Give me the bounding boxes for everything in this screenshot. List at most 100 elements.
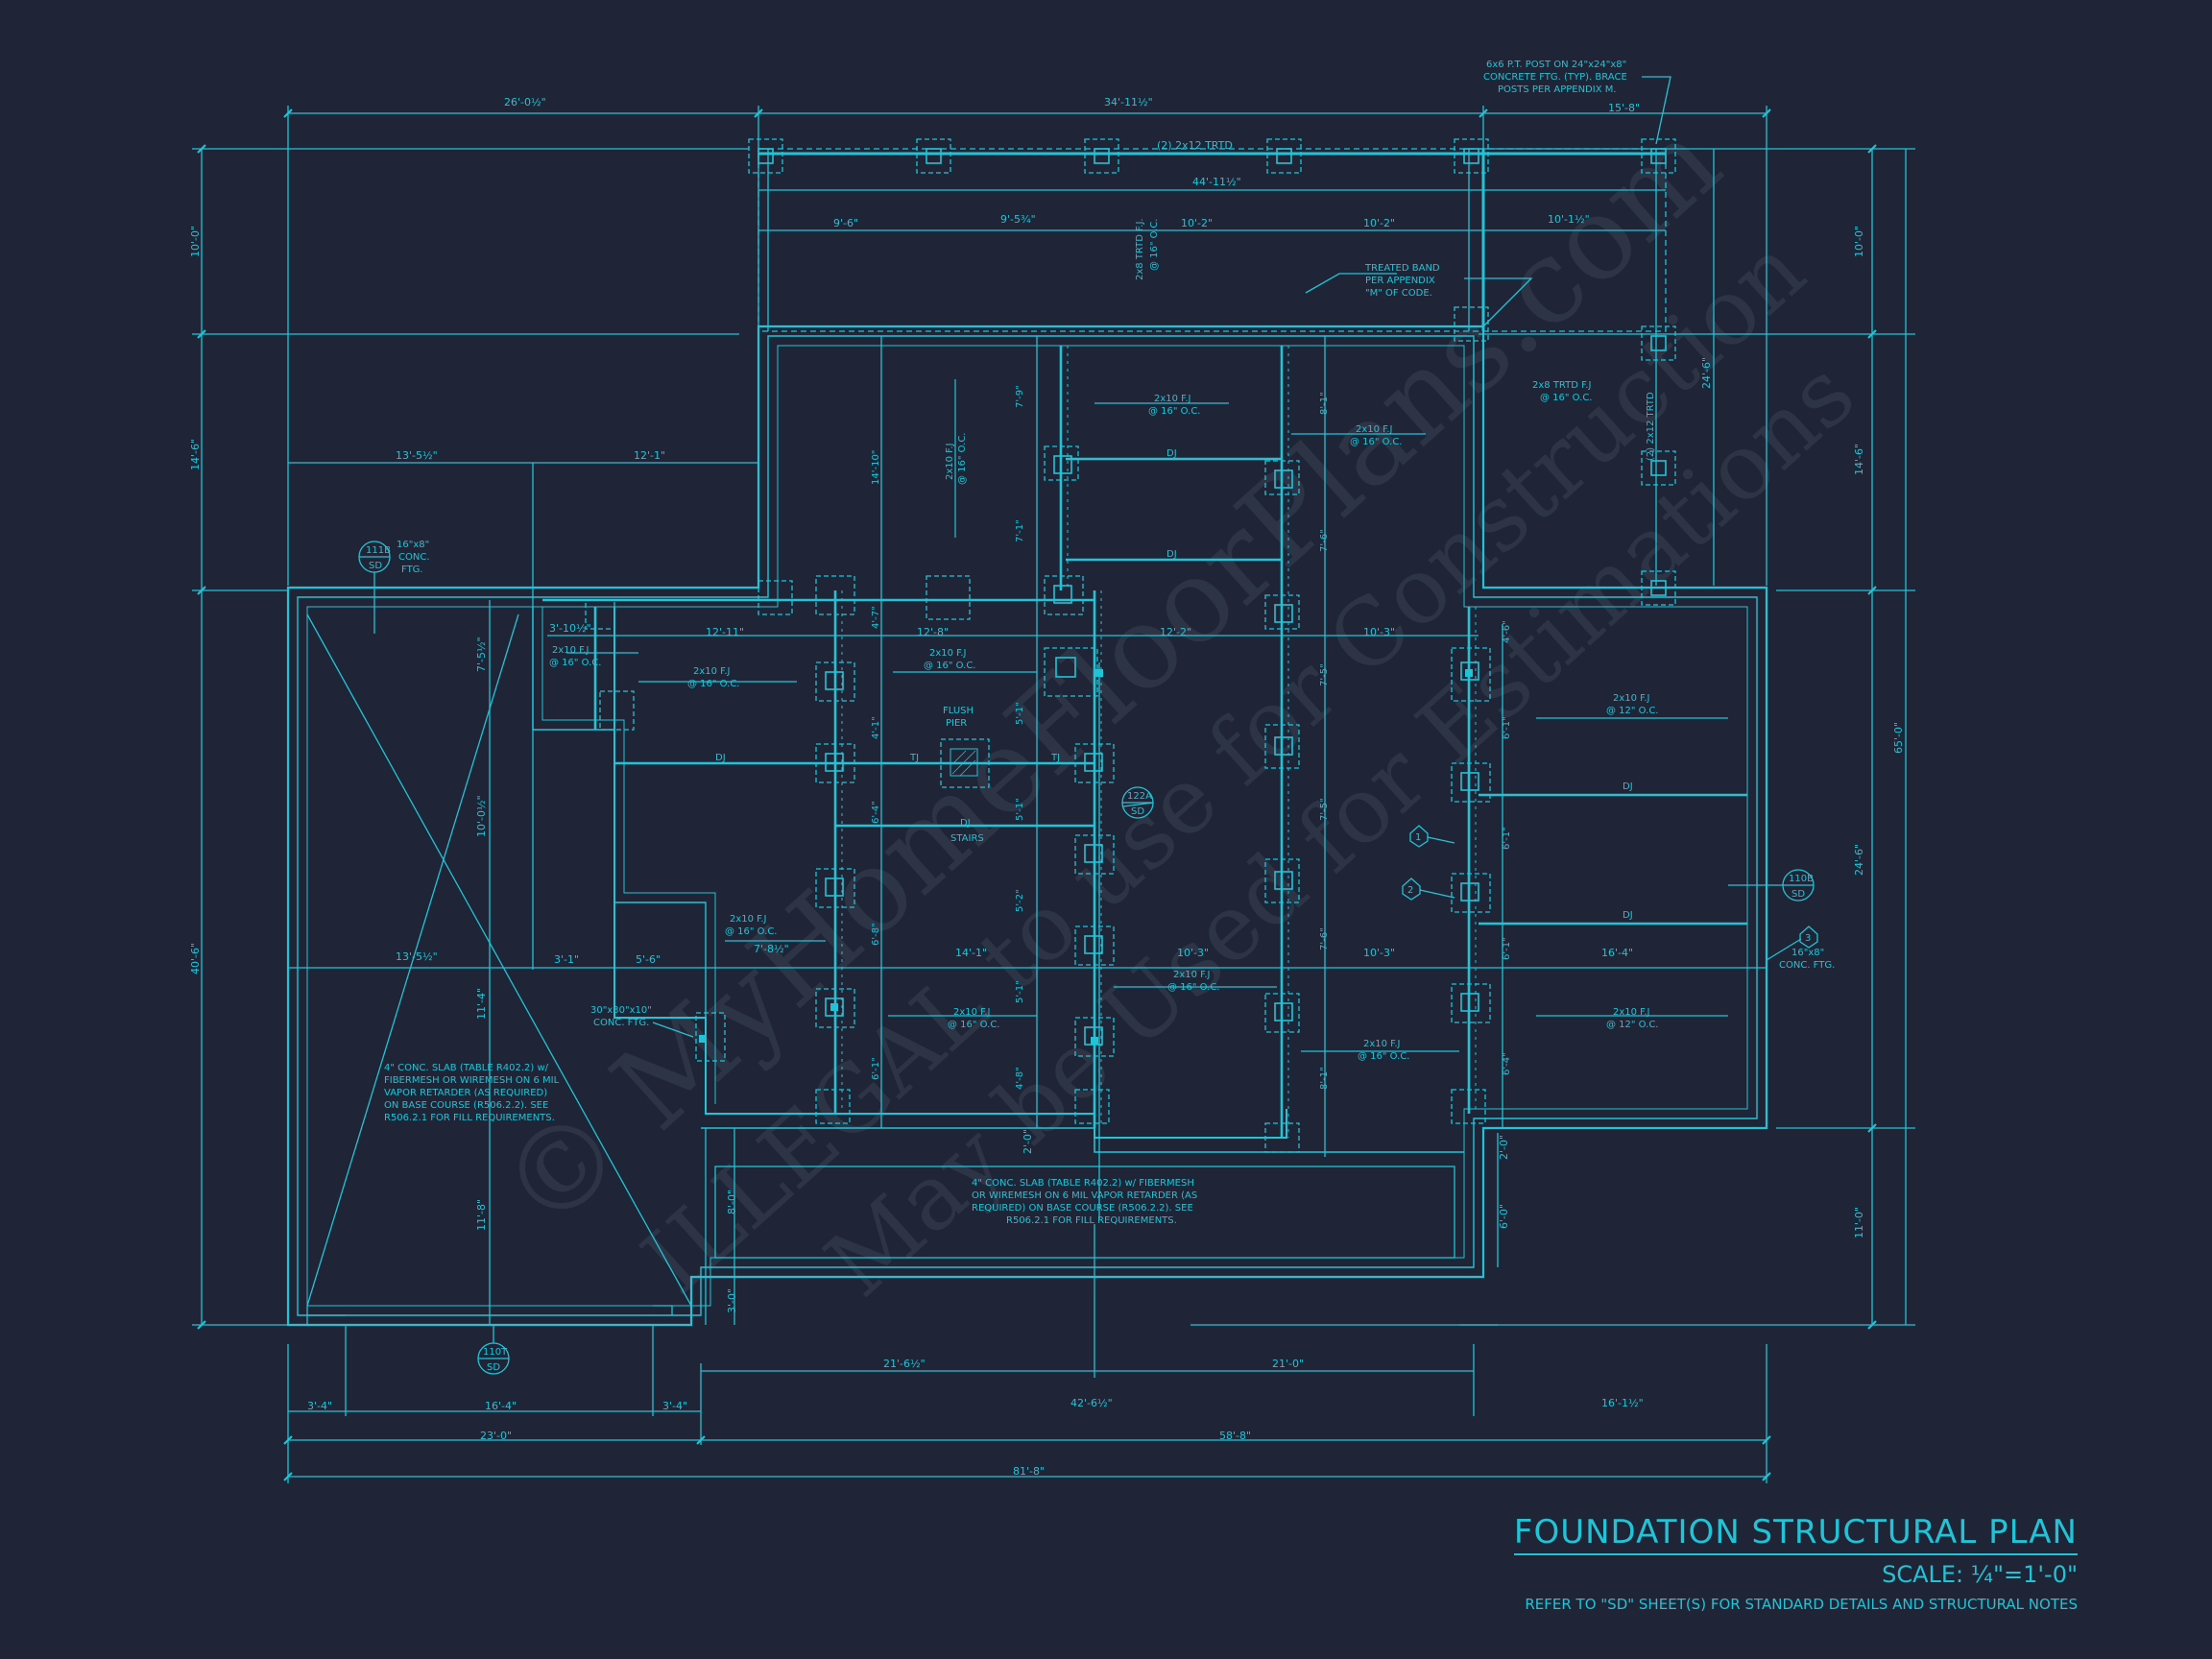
trtd-fj-r-label: 2x8 TRTD F.J xyxy=(1532,380,1591,391)
dim-v-5-1c: 5'-1" xyxy=(1015,980,1025,1003)
dim-v-8-1a: 8'-1" xyxy=(1319,392,1330,415)
tag-110t: 110T xyxy=(483,1347,508,1358)
slab-garage-2: FIBERMESH OR WIREMESH ON 6 MIL xyxy=(384,1075,560,1086)
slab-porch-1: 4" CONC. SLAB (TABLE R402.2) w/ FIBERMES… xyxy=(972,1178,1194,1189)
dj-label-4: DJ xyxy=(960,818,971,829)
dim-right-14: 14'-6" xyxy=(1853,444,1865,475)
annotation-text: 6x6 P.T. POST ON 24"x24"x8" CONCRETE FTG… xyxy=(366,60,1835,1373)
dj-label-5: DJ xyxy=(1623,781,1633,792)
dim-v-6-4b: 6'-4" xyxy=(1502,1052,1512,1075)
fj-label-12: 2x10 F.J xyxy=(1613,1007,1649,1018)
tj-label-2: TJ xyxy=(1050,753,1060,763)
dj-label-3: DJ xyxy=(715,753,726,763)
reference-note: REFER TO "SD" SHEET(S) FOR STANDARD DETA… xyxy=(1525,1596,2078,1613)
footings xyxy=(585,138,1676,1153)
dim-3-10: 3'-10½" xyxy=(549,622,591,635)
ftg16r-2: CONC. FTG. xyxy=(1779,960,1835,971)
dim-left-10: 10'-0" xyxy=(189,226,202,257)
dim-16-4: 16'-4" xyxy=(1601,947,1633,959)
dim-b-3-4b: 3'-4" xyxy=(662,1400,687,1412)
dim-porch-5: 10'-1½" xyxy=(1548,213,1590,226)
dim-v-7-6b: 7'-6" xyxy=(1319,927,1330,950)
dim-12-8: 12'-8" xyxy=(917,626,949,638)
dim-v-7-6a: 7'-6" xyxy=(1319,529,1330,552)
fj-label-2: 2x10 F.J xyxy=(1356,424,1392,435)
dim-v-5-2: 5'-2" xyxy=(1015,889,1025,912)
dim-top-right: 15'-8" xyxy=(1608,102,1640,114)
fj-label-11: 2x10 F.J xyxy=(1363,1039,1400,1049)
dim-v-7-5b: 7'-5" xyxy=(1319,798,1330,821)
dim-b-3-4a: 3'-4" xyxy=(307,1400,332,1412)
tag-111b: 111B xyxy=(366,545,391,556)
tag-110t-sd: SD xyxy=(487,1362,500,1373)
fj-oc-3: @ 16" O.C. xyxy=(957,433,968,486)
ftg16r-1: 16"x8" xyxy=(1791,948,1824,958)
trtd-fj-r-oc: @ 16" O.C. xyxy=(1540,393,1593,403)
dim-3-0: 3'-0" xyxy=(726,1288,738,1313)
dim-v-4-8a: 4'-8" xyxy=(1015,1067,1025,1090)
tag-122a-sd: SD xyxy=(1131,806,1144,817)
dim-7-8: 7'-8½" xyxy=(754,943,789,955)
dim-v-8-1b: 8'-1" xyxy=(1319,1067,1330,1090)
dim-b-58-8: 58'-8" xyxy=(1219,1430,1251,1442)
hex-1: 1 xyxy=(1415,832,1421,843)
dim-10-3a: 10'-3" xyxy=(1363,626,1395,638)
dim-v-14-10: 14'-10" xyxy=(871,450,881,485)
fj-label-7: 2x10 F.J xyxy=(1613,693,1649,704)
ftg16-3: FTG. xyxy=(401,565,423,575)
title-block: FOUNDATION STRUCTURAL PLAN SCALE: ¼"=1'-… xyxy=(1513,1513,2078,1613)
slab-porch-3: REQUIRED) ON BASE COURSE (R506.2.2). SEE xyxy=(972,1203,1193,1214)
dim-left-14: 14'-6" xyxy=(189,439,202,470)
watermark: © MyHomeFloorPlans.com ILLEGAL to use fo… xyxy=(475,95,1874,1317)
dim-b-23: 23'-0" xyxy=(480,1430,512,1442)
dim-7-5: 7'-5½" xyxy=(475,637,488,672)
fj-oc-6: @ 16" O.C. xyxy=(924,661,976,671)
dim-porch-3: 10'-2" xyxy=(1181,217,1213,229)
post-note-2: CONCRETE FTG. (TYP). BRACE xyxy=(1483,72,1627,83)
dim-13a: 13'-5½" xyxy=(396,449,438,462)
slab-garage-1: 4" CONC. SLAB (TABLE R402.2) w/ xyxy=(384,1063,549,1073)
fj-oc-12: @ 12" O.C. xyxy=(1606,1020,1659,1030)
dimension-lines xyxy=(192,76,1915,1483)
fj-label-10: 2x10 F.J xyxy=(1173,970,1210,980)
dim-top-left: 26'-0½" xyxy=(504,96,546,108)
slab-garage-5: R506.2.1 FOR FILL REQUIREMENTS. xyxy=(384,1113,555,1123)
dimension-text: 26'-0½" 34'-11½" 15'-8" 44'-11½" 9'-6" 9… xyxy=(189,96,1905,1478)
slab-garage-3: VAPOR RETARDER (AS REQUIRED) xyxy=(384,1088,547,1098)
dim-porch-4: 10'-2" xyxy=(1363,217,1395,229)
hex-2: 2 xyxy=(1407,885,1413,896)
trtd-top-label: (2) 2x12 TRTD xyxy=(1157,139,1233,152)
fj-label-5: 2x10 F.J xyxy=(693,666,730,677)
dim-v-5-1a: 5'-1" xyxy=(1015,702,1025,725)
dim-right-65: 65'-0" xyxy=(1892,722,1905,754)
dim-12-1: 12'-1" xyxy=(634,449,665,462)
dim-v-7-9: 7'-9" xyxy=(1015,385,1025,408)
dim-right-24a: 24'-6" xyxy=(1700,357,1713,389)
dim-b-81-8: 81'-8" xyxy=(1013,1465,1045,1478)
tj-label-1: TJ xyxy=(909,753,919,763)
dim-8-0: 8'-0" xyxy=(726,1190,738,1214)
dj-label-2: DJ xyxy=(1166,549,1177,560)
dim-v-6-4a: 6'-4" xyxy=(871,801,881,824)
watermark-line-2: ILLEGAL to use for Construction xyxy=(623,217,1825,1314)
fj-oc-4: @ 16" O.C. xyxy=(549,658,602,668)
slab-porch-2: OR WIREMESH ON 6 MIL VAPOR RETARDER (AS xyxy=(972,1190,1197,1201)
dim-12-11: 12'-11" xyxy=(706,626,744,638)
fj-label-6: 2x10 F.J xyxy=(929,648,966,659)
fj-label-3: 2x10 F.J xyxy=(945,444,955,480)
ftg30-2: CONC. FTG. xyxy=(593,1018,649,1028)
dim-left-40: 40'-6" xyxy=(189,943,202,974)
dim-v-4-7: 4'-7" xyxy=(871,606,881,629)
dim-right-11: 11'-0" xyxy=(1853,1207,1865,1238)
treated-band-3: "M" OF CODE. xyxy=(1365,288,1432,299)
dim-v-7-5: 7'-5" xyxy=(1319,663,1330,686)
dim-v-6-1b: 6'-1" xyxy=(1502,716,1512,739)
tag-111b-sd: SD xyxy=(369,561,382,571)
ftg30-1: 30"x30"x10" xyxy=(590,1005,652,1016)
trtd-v2-label: (2) 2x12 TRTD xyxy=(1646,392,1656,461)
dim-11-8: 11'-8" xyxy=(475,1199,488,1231)
dim-10-3b: 10'-3" xyxy=(1177,947,1209,959)
scale-note: SCALE: ¼"=1'-0" xyxy=(1882,1561,2078,1588)
tag-110b-sd: SD xyxy=(1791,889,1805,900)
